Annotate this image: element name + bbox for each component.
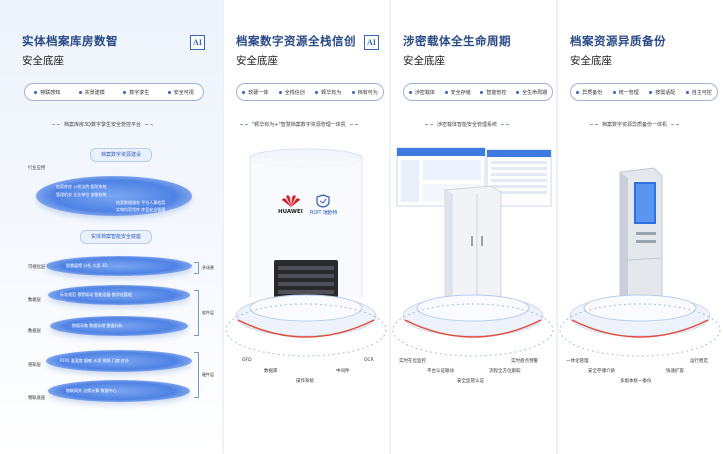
component-label: 操作系统 — [296, 379, 314, 384]
layer-label: 数据层 — [28, 329, 41, 334]
feature-label: 多副本统一备份 — [620, 379, 652, 384]
group-label: 软件层 — [202, 310, 214, 315]
panel-caption: 涉密载体智能安全管理系统 — [421, 121, 513, 128]
feature-chip: 颗华有为 — [315, 89, 341, 96]
panel-digital-resources: 档案数字资源全栈信创 AI 安全底座 软硬一体 全栈信创 颗华有为 档有可为 "… — [224, 0, 389, 454]
caption-text: 涉密载体智能安全管理系统 — [437, 122, 498, 128]
disc-text: 档案数据服务 平谷人事档案 — [116, 200, 166, 205]
disc-text: 标准规范 预警联动 智能设备 数字化管理 — [60, 292, 132, 297]
feature-label: 安全监管认证 — [457, 379, 484, 384]
disc-text: 管理机关 企业单位 金融系统 — [56, 192, 107, 197]
feature-chip: 全生命周期 — [516, 89, 547, 96]
disc-text: 智慧展馆 分析 大屏 3D — [66, 263, 108, 268]
panel-subtitle: 安全底座 — [403, 55, 445, 67]
divider — [556, 0, 558, 454]
bracket — [194, 290, 199, 336]
disc-data — [50, 316, 188, 336]
feature-chip: 统一管理 — [613, 89, 639, 96]
caption-text: "颖华有为+"智慧档案数字资源管理一体机 — [252, 122, 346, 128]
caption-text: 档案数字资源异质备份一体机 — [602, 122, 668, 128]
feature-chip: 异质备份 — [576, 89, 602, 96]
ai-badge: AI — [364, 35, 379, 50]
divider — [389, 0, 391, 454]
feature-label: 实时在位监控 — [399, 359, 426, 364]
component-label: 数据库 — [264, 369, 278, 374]
feature-label: 平台认证联动 — [427, 369, 454, 374]
feature-chip: 涉密载体 — [409, 89, 435, 96]
panel-subtitle: 安全底座 — [22, 55, 64, 67]
panel-title: 实体档案库房数智 — [22, 34, 118, 48]
feature-chips: 涉密载体 安全存储 智能管控 全生命周期 — [403, 83, 553, 101]
panel-title: 涉密载体全生命周期 — [403, 34, 511, 48]
panel-caption: "颖华有为+"智慧档案数字资源管理一体机 — [236, 121, 362, 128]
feature-chip: 实景建模 — [79, 89, 105, 96]
disc-text: 实物档案馆库 库室安全管理 — [116, 207, 166, 212]
group-label: 多场景 — [202, 265, 214, 270]
feature-chip: 自主可控 — [686, 89, 712, 96]
disc-visual — [46, 256, 192, 276]
cabinet-illustration — [392, 147, 554, 357]
layer-label: 物联底座 — [28, 396, 46, 401]
layer-label: 行业应用 — [28, 166, 46, 171]
layer-label: 可视化层 — [28, 265, 46, 270]
roit-shield-icon — [316, 194, 330, 208]
panel-archive-warehouse: 实体档案库房数智 AI 安全底座 物联感知 实景建模 数字孪生 安全可视 档案库… — [0, 0, 222, 454]
component-label: OCR — [364, 358, 374, 363]
divider — [222, 0, 224, 454]
disc-standards — [48, 285, 190, 305]
disc-iot-base — [48, 380, 190, 402]
disc-sensing — [46, 350, 192, 372]
group-label: 硬件层 — [202, 372, 214, 377]
component-label: OFD — [242, 358, 252, 363]
caption-text: 档案库房3D数字孪生安全管控平台 — [64, 122, 142, 128]
panel-title: 档案资源异质备份 — [570, 34, 666, 48]
feature-chip: 数字孪生 — [123, 89, 149, 96]
feature-chip: 安全存储 — [445, 89, 471, 96]
appliance-illustration — [225, 148, 387, 357]
ai-badge: AI — [190, 35, 205, 50]
bracket — [194, 352, 199, 398]
feature-label: 实时盘点预警 — [511, 359, 538, 364]
panel-subtitle: 安全底座 — [570, 55, 612, 67]
brand-roit: ROIT 瑞欧特 — [310, 211, 338, 216]
panel-heterogeneous-backup: 档案资源异质备份 安全底座 异质备份 统一管理 按需适配 自主可控 档案数字资源… — [558, 0, 723, 454]
kiosk-illustration — [559, 167, 721, 357]
feature-chips: 异质备份 统一管理 按需适配 自主可控 — [570, 83, 718, 101]
section-pill-mid: 实体档案智能安全底座 — [80, 230, 152, 244]
panel-caption: 档案库房3D数字孪生安全管控平台 — [48, 121, 157, 128]
panel-title: 档案数字资源全栈信创 — [236, 34, 356, 48]
layer-label: 数据层 — [28, 298, 41, 303]
feature-chip: 安全可视 — [168, 89, 194, 96]
huawei-logo-icon — [282, 195, 300, 207]
panel-caption: 档案数字资源异质备份一体机 — [586, 121, 683, 128]
section-pill-top: 档案数字资源建设 — [90, 148, 152, 162]
feature-chip: 按需适配 — [649, 89, 675, 96]
feature-chips: 物联感知 实景建模 数字孪生 安全可视 — [24, 83, 204, 101]
disc-text: RFID 温湿度 烟感 水浸 视频 门禁 红外 — [60, 358, 129, 363]
disc-text: 档案库房 公检法院 医院系统 — [56, 184, 107, 189]
feature-label: 流程全方位跟踪 — [489, 369, 521, 374]
layer-label: 感知层 — [28, 363, 41, 368]
disc-industry — [36, 176, 192, 216]
panel-classified-carrier: 涉密载体全生命周期 安全底座 涉密载体 安全存储 智能管控 全生命周期 涉密载体… — [391, 0, 556, 454]
feature-label: 快速扩容 — [666, 369, 684, 374]
bracket — [194, 262, 199, 274]
feature-chip: 软硬一体 — [242, 89, 268, 96]
brand-huawei: HUAWEI — [278, 209, 303, 215]
disc-text: 物联网关 边缘计算 数据中心 — [66, 388, 117, 393]
feature-label: 运行稳定 — [690, 359, 708, 364]
disc-text: 数据采集 数据存储 数据分析 — [72, 323, 123, 328]
feature-chip: 全栈信创 — [279, 89, 305, 96]
feature-chip: 物联感知 — [34, 89, 60, 96]
panel-subtitle: 安全底座 — [236, 55, 278, 67]
component-label: 中间件 — [336, 369, 350, 374]
feature-chip: 智能管控 — [480, 89, 506, 96]
feature-label: 一体化管理 — [566, 359, 589, 364]
feature-chips: 软硬一体 全栈信创 颗华有为 档有可为 — [236, 83, 384, 101]
feature-label: 安全存储介质 — [588, 369, 615, 374]
feature-chip: 档有可为 — [352, 89, 378, 96]
